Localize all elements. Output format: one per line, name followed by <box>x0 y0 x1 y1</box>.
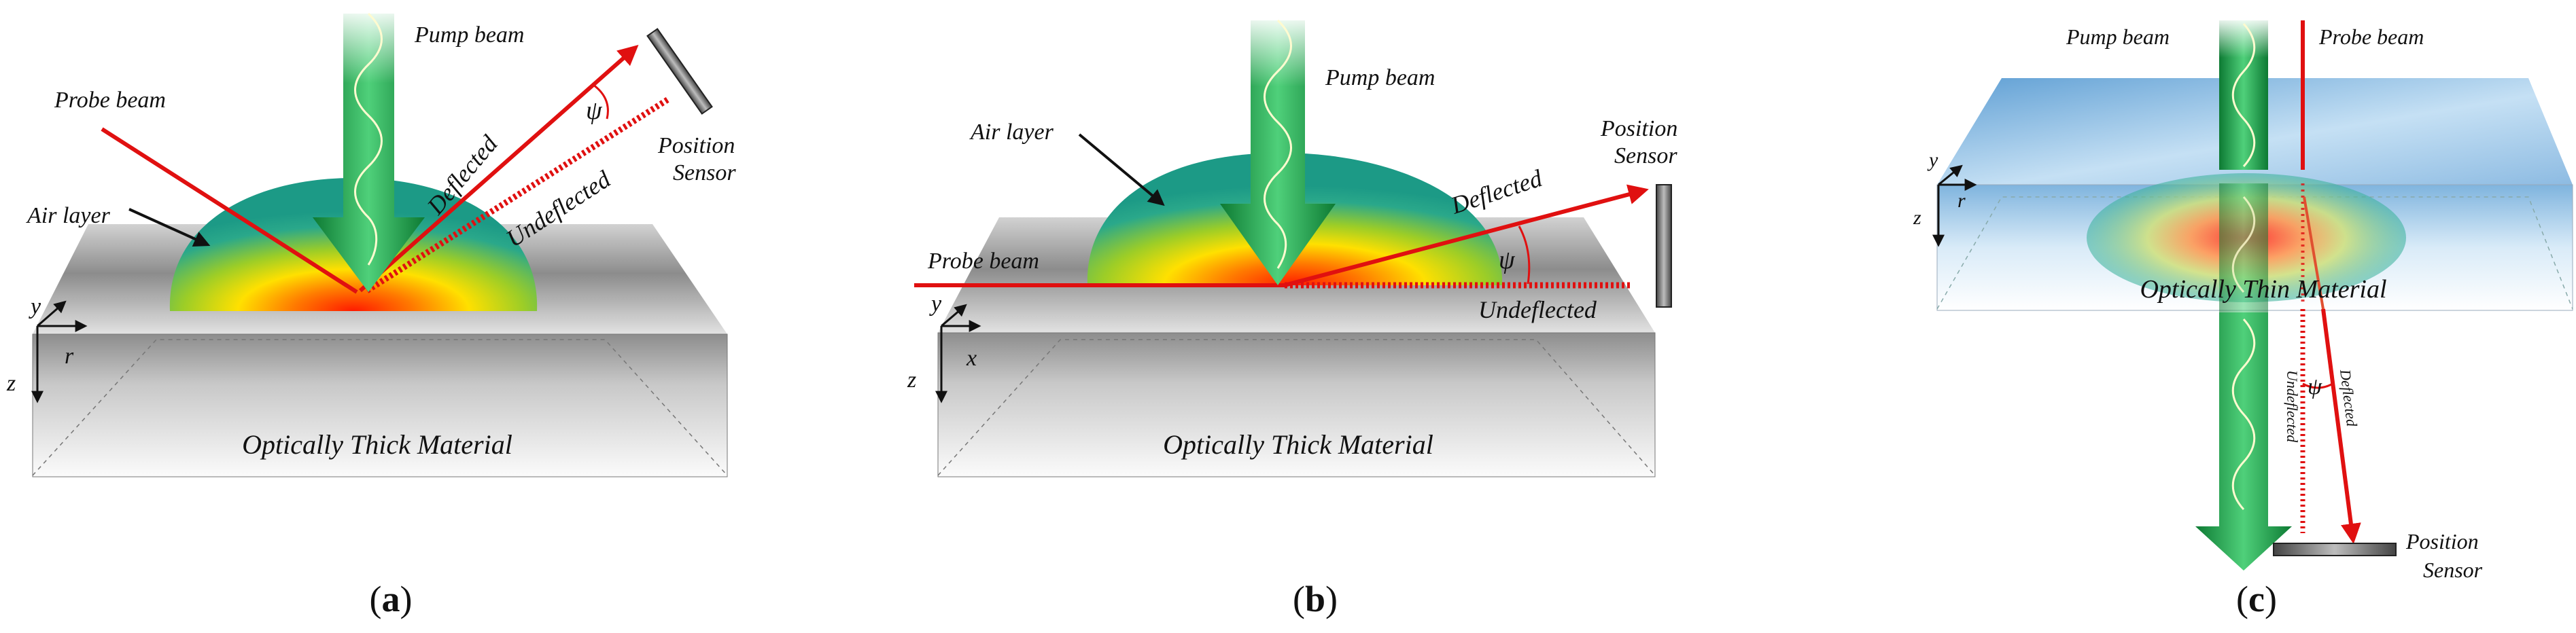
axis-label-y: y <box>29 294 41 319</box>
probe-beam-deflected-inside <box>2303 196 2325 310</box>
label-sensor: Sensor <box>673 160 736 185</box>
pump-beam <box>313 12 425 292</box>
hidden-edges <box>32 339 728 476</box>
label-probe-beam: Probe beam <box>54 88 166 113</box>
thick-material-front <box>32 333 728 477</box>
panel-a: Probe beam Pump beam Air layer Deflected… <box>6 12 736 619</box>
psi-arc <box>1518 225 1531 285</box>
axis-label-z: z <box>6 371 16 396</box>
label-pump-beam: Pump beam <box>1325 65 1435 90</box>
label-undeflected: Undeflected <box>2284 370 2301 443</box>
pump-beam <box>2195 20 2292 571</box>
thick-material-front <box>937 332 1656 477</box>
axis-label-r: r <box>65 344 74 369</box>
air-layer-pointer <box>128 208 211 247</box>
label-undeflected: Undeflected <box>1478 296 1597 323</box>
caption-c: (c) <box>2236 579 2277 619</box>
psi-arc <box>2302 382 2333 389</box>
label-position: Position <box>1600 116 1677 141</box>
label-probe-beam: Probe beam <box>927 249 1039 274</box>
probe-beam-deflected <box>1284 184 1649 287</box>
probe-beam-deflected <box>359 45 639 293</box>
position-sensor <box>1656 184 1672 308</box>
position-sensor <box>2273 543 2397 556</box>
label-sensor: Sensor <box>2423 558 2483 582</box>
axes-a <box>31 300 88 403</box>
axis-label-r: r <box>1957 189 1966 212</box>
caption-a: (a) <box>370 579 413 619</box>
position-sensor <box>646 28 713 115</box>
label-material: Optically Thick Material <box>242 429 512 460</box>
label-air-layer: Air layer <box>26 203 111 228</box>
panel-b: Probe beam Pump beam Air layer Deflected… <box>907 19 1677 619</box>
caption-b: (b) <box>1293 579 1338 619</box>
axis-label-y: y <box>1927 149 1938 171</box>
axes-c <box>1932 164 1977 247</box>
label-pump-beam: Pump beam <box>414 22 524 48</box>
label-psi: ψ <box>2308 374 2322 399</box>
label-material: Optically Thin Material <box>2140 275 2386 304</box>
pump-beam <box>1220 19 1336 285</box>
label-probe-beam: Probe beam <box>2318 24 2424 49</box>
label-psi: ψ <box>1499 246 1516 274</box>
label-air-layer: Air layer <box>969 120 1054 145</box>
axes-b <box>935 304 981 403</box>
probe-beam-deflected <box>2321 308 2361 544</box>
psi-arc <box>593 84 609 120</box>
axis-label-z: z <box>907 367 916 393</box>
label-deflected: Deflected <box>1447 164 1546 219</box>
label-pump-beam: Pump beam <box>2066 24 2170 49</box>
hidden-edges <box>937 339 1656 476</box>
axis-label-z: z <box>1913 206 1921 229</box>
label-position: Position <box>2405 529 2479 554</box>
panel-c: Pump beam Probe beam Optically Thin Mate… <box>1913 20 2573 619</box>
probe-beam-incident <box>101 127 358 294</box>
label-deflected: Deflected <box>2337 368 2361 429</box>
label-sensor: Sensor <box>1614 143 1677 168</box>
axis-label-x: x <box>966 346 977 371</box>
axis-label-y: y <box>929 291 942 316</box>
label-psi: ψ <box>586 96 603 125</box>
label-material: Optically Thick Material <box>1163 429 1433 460</box>
label-position: Position <box>657 133 735 158</box>
air-layer-pointer <box>1078 133 1165 206</box>
